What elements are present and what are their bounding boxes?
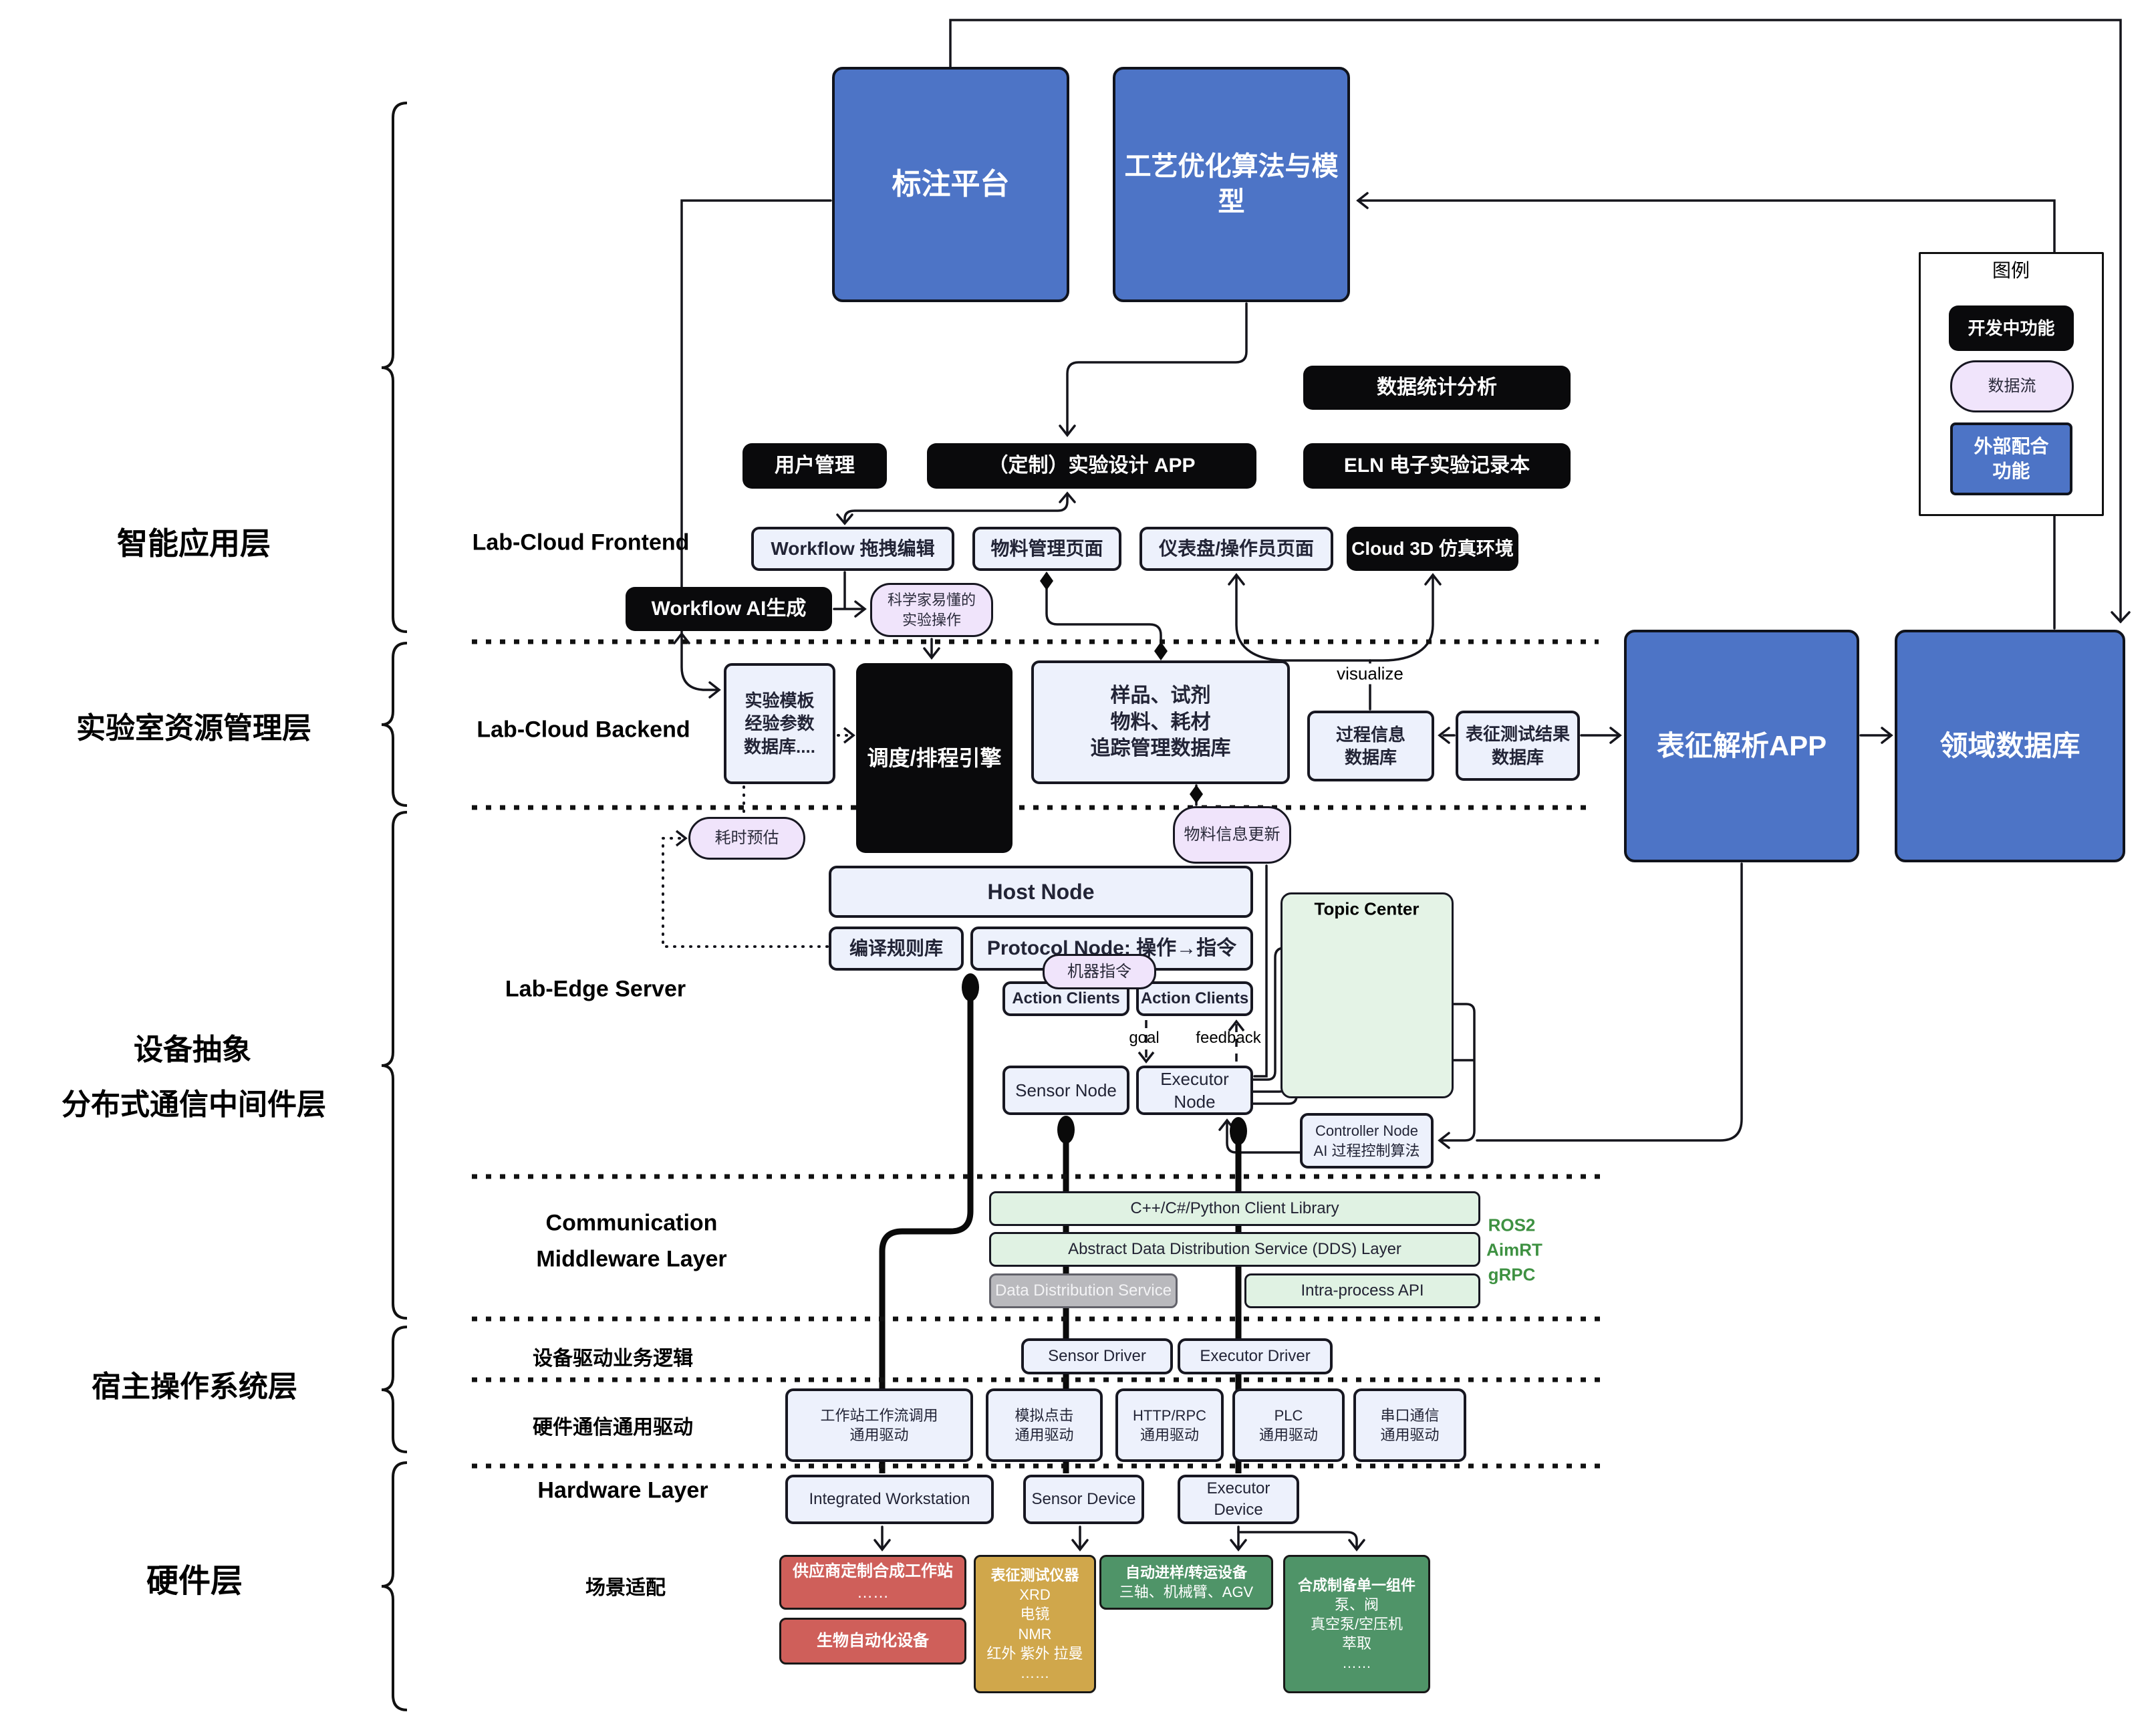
connector-designapp-workflow xyxy=(843,494,1069,523)
connector-app-controller xyxy=(1476,862,1743,1142)
bio-automation: 生物自动化设备 xyxy=(779,1618,966,1665)
layer-label-device-abs-2: 分布式通信中间件层 xyxy=(61,1088,326,1121)
serial-driver: 串口通信通用驱动 xyxy=(1353,1388,1466,1462)
legend-dataflow: 数据流 xyxy=(1950,360,2074,412)
brace-device-layer xyxy=(381,811,408,1320)
label-ros2: ROS2 xyxy=(1488,1215,1536,1235)
vendor-workstation: 供应商定制合成工作站…… xyxy=(779,1555,966,1610)
dashboard-operator-page: 仪表盘/操作员页面 xyxy=(1139,527,1333,571)
material-mgmt-page: 物料管理页面 xyxy=(972,527,1121,571)
host-node: Host Node xyxy=(829,866,1253,918)
cpp-client-library: C++/C#/Python Client Library xyxy=(989,1191,1480,1226)
label-visualize: visualize xyxy=(1333,663,1407,685)
executor-device: Executor Device xyxy=(1178,1475,1299,1524)
bus-protocol-workstation xyxy=(879,989,974,1473)
eln-notebook: ELN 电子实验记录本 xyxy=(1303,443,1571,489)
junction-dot-sensor xyxy=(1057,1116,1075,1144)
connector-processdb-dashboard xyxy=(1235,576,1371,662)
brace-hostos-layer xyxy=(381,1326,408,1453)
layer-label-hardware: 硬件层 xyxy=(146,1564,243,1599)
diamond-materialpage xyxy=(1040,572,1053,590)
connector-annotation-top xyxy=(949,19,2122,623)
compile-rule-lib: 编译规则库 xyxy=(829,927,964,971)
connector-materialpill-executor xyxy=(1253,864,1268,1078)
characterization-app: 表征解析APP xyxy=(1624,630,1859,862)
section-hardware: Hardware Layer xyxy=(537,1477,708,1503)
sensor-device: Sensor Device xyxy=(1023,1475,1144,1524)
synthesis-components: 合成制备单一组件泵、阀真空泵/空压机萃取…… xyxy=(1283,1555,1430,1693)
connector-processdb-cloud3d xyxy=(1369,576,1434,662)
workstation-driver: 工作站工作流调用通用驱动 xyxy=(785,1388,973,1462)
section-comm2: Middleware Layer xyxy=(536,1246,727,1272)
label-goal: goal xyxy=(1129,1029,1160,1047)
topic-center-panel xyxy=(1281,892,1454,1098)
layer-label-app: 智能应用层 xyxy=(117,526,271,561)
label-aimrt: AimRT xyxy=(1486,1239,1542,1260)
time-estimation: 耗时预估 xyxy=(688,817,805,860)
diamond-sampledb-top xyxy=(1154,642,1168,660)
user-management: 用户管理 xyxy=(743,443,887,489)
scheduler-engine: 调度/排程引擎 xyxy=(856,663,1013,853)
label-topic-center: Topic Center xyxy=(1314,898,1420,919)
process-info-db: 过程信息数据库 xyxy=(1307,711,1434,781)
layer-label-resource: 实验室资源管理层 xyxy=(76,712,311,745)
legend-title: 图例 xyxy=(1992,260,2030,281)
label-grpc: gRPC xyxy=(1488,1264,1536,1285)
connector-annotation-to-templatedb xyxy=(680,199,832,691)
section-hw-comm: 硬件通信通用驱动 xyxy=(533,1417,693,1439)
action-clients-right: Action Clients xyxy=(1136,981,1253,1016)
intra-process-api: Intra-process API xyxy=(1244,1273,1480,1308)
connector-optimization-to-designapp xyxy=(1066,302,1248,436)
experiment-design-app: （定制）实验设计 APP xyxy=(927,443,1256,489)
data-statistics: 数据统计分析 xyxy=(1303,366,1571,410)
brace-resource-layer xyxy=(381,642,408,807)
sample-tracking-db: 样品、试剂物料、耗材追踪管理数据库 xyxy=(1031,660,1290,784)
connector-materialpage-sampledb xyxy=(1045,572,1162,650)
abstract-dds-layer: Abstract Data Distribution Service (DDS)… xyxy=(989,1232,1480,1267)
section-scenario: 场景适配 xyxy=(585,1577,666,1599)
machine-instruction: 机器指令 xyxy=(1043,954,1156,989)
sensor-driver: Sensor Driver xyxy=(1021,1338,1173,1374)
section-backend: Lab-Cloud Backend xyxy=(477,717,690,743)
action-clients-left: Action Clients xyxy=(1002,981,1129,1016)
experiment-template-db: 实验模板经验参数数据库.... xyxy=(724,663,835,784)
junction-dot-protocol xyxy=(962,973,979,1001)
connector-ai-to-pill xyxy=(833,571,863,610)
annotation-platform: 标注平台 xyxy=(832,67,1069,302)
executor-driver: Executor Driver xyxy=(1178,1338,1333,1374)
executor-node: Executor Node xyxy=(1136,1066,1253,1115)
workflow-drag-editor: Workflow 拖拽编辑 xyxy=(751,527,954,571)
connector-rulelib-timepill xyxy=(662,837,829,948)
domain-database: 领域数据库 xyxy=(1895,630,2125,862)
workflow-ai-gen: Workflow AI生成 xyxy=(626,587,832,631)
legend-external: 外部配合功能 xyxy=(1950,422,2072,495)
process-optimization: 工艺优化算法与模型 xyxy=(1113,67,1350,302)
layer-label-host-os: 宿主操作系统层 xyxy=(92,1370,297,1403)
auto-sampling-transfer: 自动进样/转运设备三轴、机械臂、AGV xyxy=(1099,1555,1273,1610)
section-driver-logic: 设备驱动业务逻辑 xyxy=(533,1348,693,1370)
section-edge: Lab-Edge Server xyxy=(505,976,686,1002)
brace-hardware-layer xyxy=(381,1461,408,1711)
integrated-workstation: Integrated Workstation xyxy=(785,1475,994,1524)
test-result-db: 表征测试结果数据库 xyxy=(1456,711,1580,781)
scientist-friendly-ops: 科学家易懂的实验操作 xyxy=(870,583,993,637)
section-frontend: Lab-Cloud Frontend xyxy=(472,529,690,556)
material-info-update: 物料信息更新 xyxy=(1173,806,1291,864)
cloud-3d-sim: Cloud 3D 仿真环境 xyxy=(1347,527,1518,571)
data-distribution-service: Data Distribution Service xyxy=(989,1273,1178,1308)
layer-label-device-abs-1: 设备抽象 xyxy=(134,1033,251,1066)
label-feedback: feedback xyxy=(1196,1029,1261,1047)
brace-app-layer xyxy=(381,102,408,633)
section-comm1: Communication xyxy=(545,1210,718,1236)
sensor-node: Sensor Node xyxy=(1002,1066,1129,1115)
diamond-sampledb-bottom xyxy=(1190,785,1203,804)
legend-developing: 开发中功能 xyxy=(1949,305,2074,351)
click-sim-driver: 模拟点击通用驱动 xyxy=(986,1388,1103,1462)
junction-dot-executor xyxy=(1230,1117,1247,1145)
